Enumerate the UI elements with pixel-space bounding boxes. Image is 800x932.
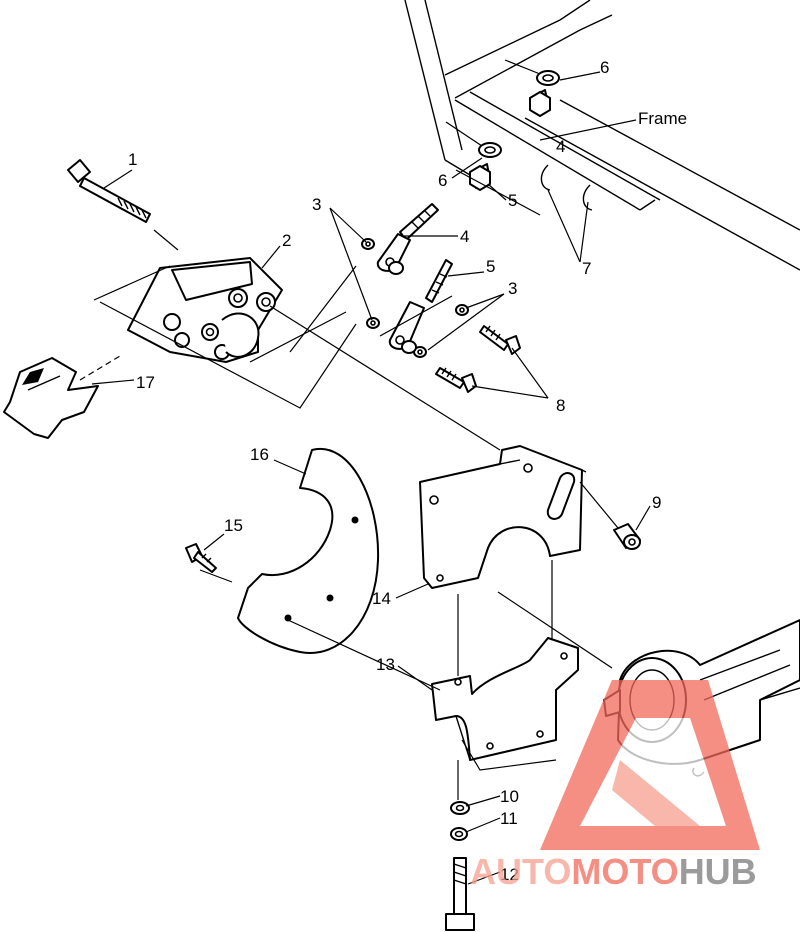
callout-14: 14 [372,589,391,608]
watermark-hub: HUB [679,851,757,892]
callout-13: 13 [376,655,395,674]
bolt-right-upper [479,325,521,355]
callout-12: 12 [500,865,519,884]
callout-labels: 1 2 3 3 4 4 5 5 6 6 7 8 9 10 11 12 13 14… [128,58,687,884]
frame-clips [540,164,593,211]
callout-15: 15 [224,516,243,535]
watermark-moto: MOTO [571,851,678,892]
callout-5-rod: 5 [486,257,495,276]
callout-4-frame: 4 [556,137,565,156]
spacer-bushing [613,523,641,550]
watermark-logo: AUTOMOTOHUB [470,680,760,892]
watermark-triangle-cut [612,760,700,826]
callout-8: 8 [556,396,565,415]
caliper-body [127,257,283,363]
watermark-auto: AUTO [470,851,571,892]
frame-nut-upper [529,91,551,117]
washer-upper-left [361,238,375,250]
callout-17: 17 [136,373,155,392]
link-rod-lower [388,259,453,354]
frame-nut-lower [469,165,491,191]
callout-leaders [91,71,651,885]
watermark-triangle-inner [580,718,726,826]
callout-2: 2 [282,231,291,250]
washer-lower-right [455,304,469,316]
callout-7: 7 [582,259,591,278]
washer-11 [450,827,468,841]
bolt-vertical [445,857,475,931]
callout-3-right: 3 [508,279,517,298]
washer-10 [450,801,470,815]
lower-bracket [431,637,579,761]
callout-3-left: 3 [312,195,321,214]
callout-10: 10 [500,787,519,806]
callout-6-lower: 6 [438,171,447,190]
callout-16: 16 [250,445,269,464]
callout-5-frame: 5 [508,191,517,210]
bolt-right-lower [435,367,477,393]
callout-4-rod: 4 [460,227,469,246]
callout-9: 9 [652,493,661,512]
disc-bolt [185,543,217,573]
upper-bracket [419,445,587,589]
washer-bottom [413,346,427,358]
washer-lower-left [366,317,380,329]
frame-rails [404,0,800,271]
link-rod-upper [376,203,439,275]
frame-label: Frame [638,109,687,128]
callout-11: 11 [500,809,518,828]
brake-disc [237,447,380,655]
brake-pad [3,357,99,439]
assembly-lines [79,59,619,800]
callout-1: 1 [128,150,137,169]
bolt-long [67,159,151,223]
callout-6-upper: 6 [600,58,609,77]
watermark-text: AUTOMOTOHUB [470,851,757,892]
